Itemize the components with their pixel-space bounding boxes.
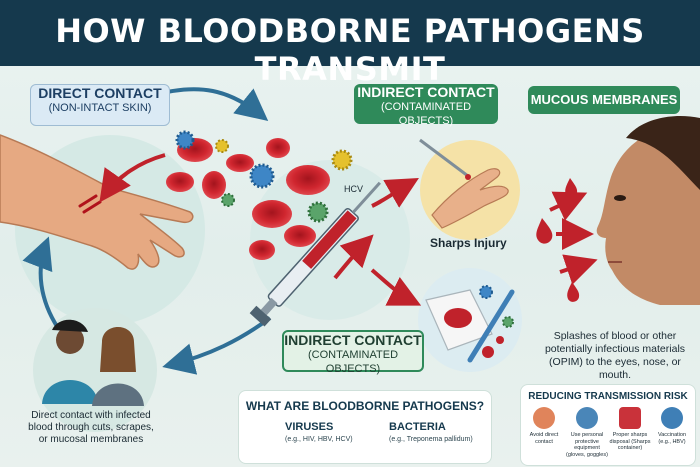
indirect-contact-top-tag: INDIRECT CONTACT (CONTAMINATED OBJECTS) — [354, 84, 498, 127]
arrow-blood-to-cut — [99, 153, 166, 203]
contaminated-objects-illustration — [425, 285, 515, 363]
arrow-people-to-hand — [22, 236, 60, 330]
bacteria-examples: (e.g., Treponema pallidum) — [389, 436, 473, 443]
direct-contact-tag: DIRECT CONTACT (NON-INTACT SKIN) — [30, 84, 170, 126]
mucous-membranes-heading: MUCOUS MEMBRANES — [530, 92, 678, 107]
goggles-icon — [576, 407, 598, 429]
needle-icon — [419, 138, 469, 178]
indirect-contact-top-heading: INDIRECT CONTACT — [357, 84, 495, 100]
arrow-to-mouth — [559, 254, 598, 285]
syringe-illustration — [249, 181, 381, 327]
risk-item-label: Avoid direct contact — [529, 432, 559, 445]
direct-contact-heading: DIRECT CONTACT — [38, 85, 162, 101]
hand-illustration — [0, 134, 194, 270]
reducing-risk-box: REDUCING TRANSMISSION RISK Avoid direct … — [520, 384, 696, 466]
viruses-examples: (e.g., HIV, HBV, HCV) — [285, 436, 353, 443]
risk-item-sharps-disposal: Proper sharps disposal (Sharps container… — [609, 407, 651, 452]
mucous-membranes-tag: MUCOUS MEMBRANES — [528, 86, 680, 114]
risk-item-ppe: Use personal protective equipment (glove… — [566, 407, 608, 458]
what-are-pathogens-box: WHAT ARE BLOODBORNE PATHOGENS? VIRUSES (… — [238, 390, 492, 464]
bacteria-label: BACTERIA — [389, 421, 446, 433]
risk-item-avoid-contact: Avoid direct contact — [523, 407, 565, 445]
arrow-syringe-to-people — [162, 316, 272, 375]
direct-contact-caption: Direct contact with infected blood throu… — [28, 410, 154, 445]
risk-item-label: Vaccination (e.g., HBV) — [657, 432, 687, 445]
sharps-injury-label: Sharps Injury — [430, 236, 507, 250]
risk-item-label: Use personal protective equipment (glove… — [566, 432, 608, 458]
hand-icon — [533, 407, 555, 429]
risk-item-label: Proper sharps disposal (Sharps container… — [609, 432, 651, 451]
mucous-membranes-caption: Splashes of blood or other potentially i… — [544, 330, 686, 381]
arrow-syringe-up — [333, 234, 374, 280]
hcv-label: HCV — [344, 184, 363, 194]
arrow-to-sharps-injury — [371, 178, 419, 208]
virus-particles — [175, 130, 353, 223]
page-title: HOW BLOODBORNE PATHOGENS TRANSMIT — [55, 12, 645, 88]
risk-item-vaccination: Vaccination (e.g., HBV) — [651, 407, 693, 445]
cut-wound — [78, 194, 102, 214]
reducing-risk-title: REDUCING TRANSMISSION RISK — [528, 391, 688, 402]
arrow-to-eye — [549, 191, 588, 221]
woman-face-illustration — [596, 116, 700, 305]
people-illustration — [42, 319, 144, 406]
title-bar: HOW BLOODBORNE PATHOGENS TRANSMIT — [0, 0, 700, 88]
vaccine-icon — [661, 407, 683, 429]
direct-contact-sub: (NON-INTACT SKIN) — [48, 102, 152, 114]
indirect-contact-mid-heading: INDIRECT CONTACT — [284, 332, 422, 348]
blood-drop — [465, 174, 471, 180]
arrow-to-objects — [370, 268, 422, 306]
sharps-injury-hand — [431, 168, 509, 229]
what-are-pathogens-title: WHAT ARE BLOODBORNE PATHOGENS? — [245, 399, 485, 413]
indirect-contact-mid-sub: (CONTAMINATED OBJECTS) — [307, 349, 399, 375]
viruses-label: VIRUSES — [285, 421, 334, 433]
indirect-contact-top-sub: (CONTAMINATED OBJECTS) — [380, 101, 472, 127]
sharps-container-icon — [619, 407, 641, 429]
indirect-contact-mid-tag: INDIRECT CONTACT (CONTAMINATED OBJECTS) — [282, 330, 424, 375]
blood-droplets — [536, 178, 580, 302]
